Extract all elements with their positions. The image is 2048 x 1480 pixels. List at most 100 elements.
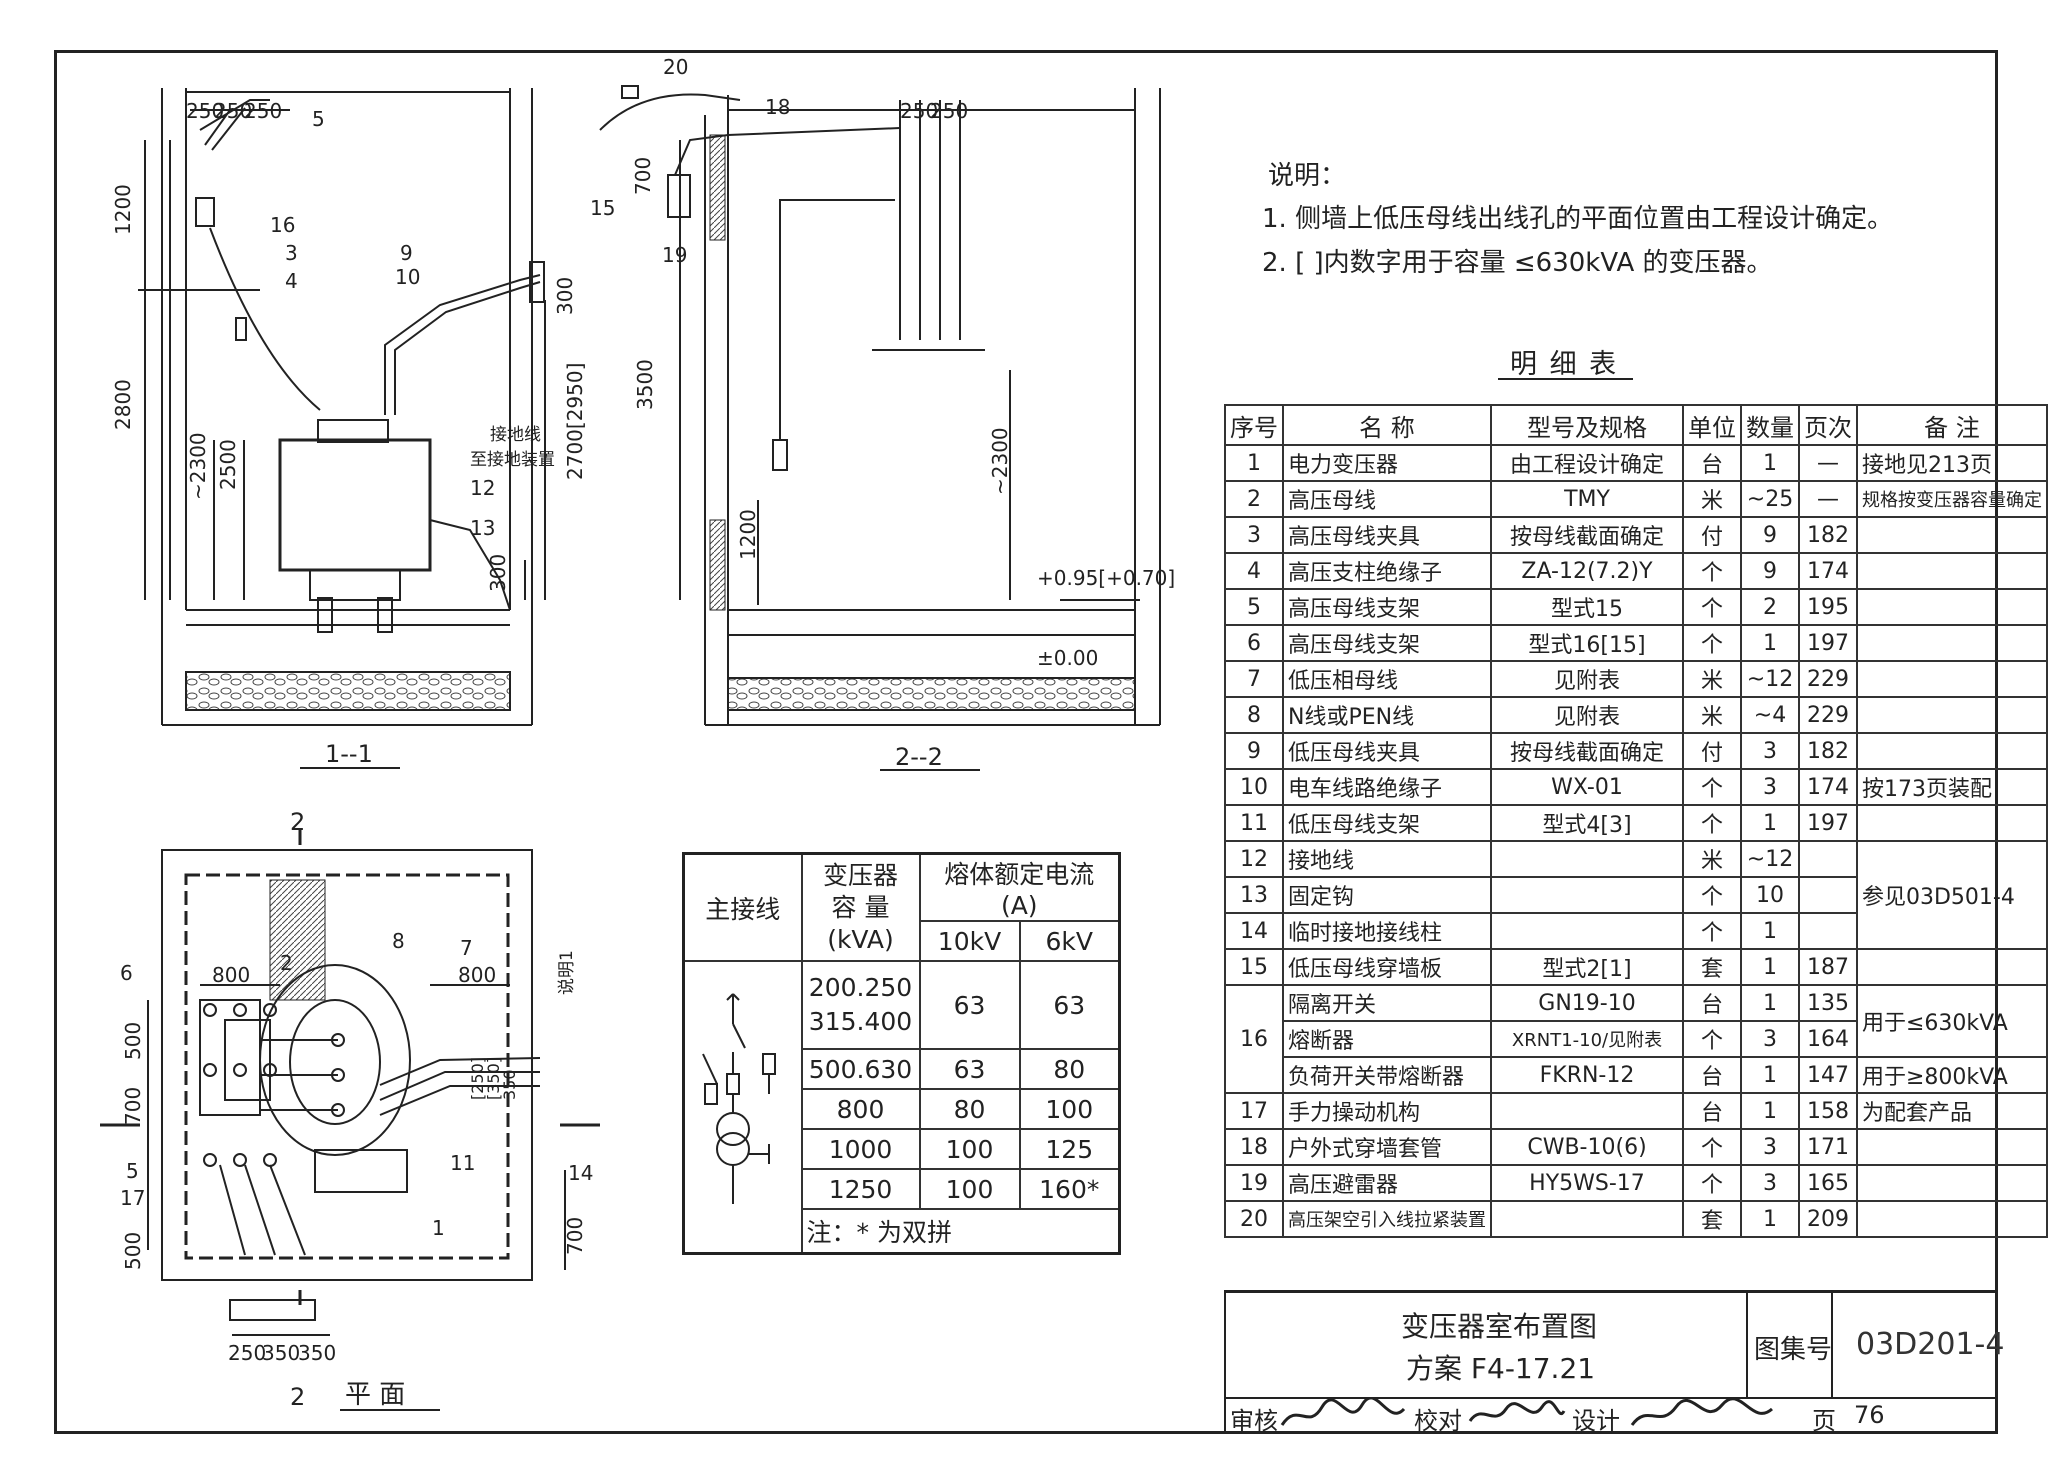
row-16a-unit: 台: [1682, 984, 1742, 1022]
s2-dim-250a: 250: [900, 99, 938, 123]
row-2-unit: 米: [1682, 480, 1742, 518]
s1-callout-15: 15: [590, 196, 615, 220]
row-19-model: HY5WS-17: [1490, 1164, 1684, 1202]
row-15-name: 低压母线穿墙板: [1282, 948, 1492, 986]
row-7-no: 7: [1224, 660, 1284, 698]
row-10-name: 电车线路绝缘子: [1282, 768, 1492, 806]
row-11-model: 型式4[3]: [1490, 804, 1684, 842]
fuse-cap-200-250: 200.250: [808, 973, 913, 1002]
row-4-name: 高压支柱绝缘子: [1282, 552, 1492, 590]
row-12-model: [1490, 840, 1684, 878]
plan-dim-700-left: 700: [121, 1087, 145, 1125]
fuse-row-4-cap: 800: [800, 1088, 921, 1130]
plan-callout-11: 11: [450, 1151, 475, 1175]
plan-callout-5: 5: [126, 1159, 139, 1183]
row-18-note: [1856, 1128, 2048, 1166]
plan-section-mark-top: 2: [290, 808, 305, 836]
table-row: 12 接地线 米 ~12 参见03D501-4: [1224, 840, 2048, 950]
s2-dim-2300: ~2300: [988, 427, 1012, 495]
row-13-no: 13: [1224, 876, 1284, 914]
fuse-h-capacity-2: 容 量: [831, 892, 890, 922]
s1-dim-300b: 300: [486, 554, 510, 592]
fuse-row-6-10kv: 100: [918, 1168, 1021, 1210]
fuse-h-6kv: 6kV: [1018, 920, 1121, 962]
row-8-name: N线或PEN线: [1282, 696, 1492, 734]
row-6-note: [1856, 624, 2048, 662]
table-row: 19 高压避雷器 HY5WS-17 个 3 165: [1224, 1164, 2048, 1202]
review-label: 审核: [1230, 1407, 1278, 1435]
fuse-cap-315-400: 315.400: [808, 1007, 913, 1036]
detail-h-note: 备 注: [1856, 404, 2048, 446]
row-2-no: 2: [1224, 480, 1284, 518]
s2-level-000: ±0.00: [1037, 646, 1098, 670]
page-number: 76: [1854, 1401, 1885, 1429]
table-row: 6 高压母线支架 型式16[15] 个 1 197: [1224, 624, 2048, 662]
row-18-qty: 3: [1740, 1128, 1800, 1166]
row-20-name: 高压架空引入线拉紧装置: [1282, 1200, 1492, 1238]
table-row: 10 电车线路绝缘子 WX-01 个 3 174 按173页装配: [1224, 768, 2048, 806]
s1-dim-2700: 2700[2950]: [563, 363, 587, 480]
row-9-model: 按母线截面确定: [1490, 732, 1684, 770]
check-label: 校对: [1414, 1407, 1462, 1435]
row-20-qty: 1: [1740, 1200, 1800, 1238]
fuse-row-1-6kv: 63: [1018, 960, 1121, 1050]
s1-dim-250b: 250: [214, 99, 252, 123]
row-6-no: 6: [1224, 624, 1284, 662]
table-row: 16 隔离开关 GN19-10 台 1 135 用于≤630kVA: [1224, 984, 2048, 1094]
s1-callout-13: 13: [470, 516, 495, 540]
section-2-label: 2--2: [895, 743, 943, 771]
row-12-page: [1798, 840, 1858, 878]
table-row: 7 低压相母线 见附表 米 ~12 229: [1224, 660, 2048, 698]
notes-item-2: 2. [ ]内数字用于容量 ≤630kVA 的变压器。: [1262, 248, 1773, 278]
row-9-no: 9: [1224, 732, 1284, 770]
row-15-note: [1856, 948, 2048, 986]
row-15-model: 型式2[1]: [1490, 948, 1684, 986]
designer-signature: [1630, 1397, 1774, 1426]
table-row: 14 临时接地接线柱 个 1: [1224, 912, 2047, 950]
row-5-qty: 2: [1740, 588, 1800, 626]
row-8-model: 见附表: [1490, 696, 1684, 734]
row-12-no: 12: [1224, 840, 1284, 878]
row-7-unit: 米: [1682, 660, 1742, 698]
row-16b-unit: 个: [1682, 1020, 1742, 1058]
plan-dim-250-bracket: [250]: [468, 1057, 487, 1100]
row-2-qty: ~25: [1740, 480, 1800, 518]
plan-callout-1: 1: [432, 1216, 445, 1240]
row-5-no: 5: [1224, 588, 1284, 626]
row-20-note: [1856, 1200, 2048, 1238]
row-17-note: 为配套产品: [1856, 1092, 2048, 1130]
row-10-page: 174: [1798, 768, 1858, 806]
row-8-page: 229: [1798, 696, 1858, 734]
table-row: 4 高压支柱绝缘子 ZA-12(7.2)Y 个 9 174: [1224, 552, 2048, 590]
row-15-qty: 1: [1740, 948, 1800, 986]
plan-dim-500-top: 500: [121, 1022, 145, 1060]
row-19-page: 165: [1798, 1164, 1858, 1202]
plan-dim-250: 250: [228, 1341, 266, 1365]
row-3-model: 按母线截面确定: [1490, 516, 1684, 554]
s2-dim-1200: 1200: [736, 509, 760, 560]
fuse-main-wiring-symbol: [682, 960, 803, 1254]
row-16c-qty: 1: [1740, 1056, 1800, 1094]
row-6-name: 高压母线支架: [1282, 624, 1492, 662]
row-10-model: WX-01: [1490, 768, 1684, 806]
row-12-unit: 米: [1682, 840, 1742, 878]
s2-callout-19: 19: [662, 243, 687, 267]
row-5-name: 高压母线支架: [1282, 588, 1492, 626]
detail-table-caption: 明 细 表: [1510, 349, 1619, 380]
fuse-current-table: 主接线 变压器 容 量 (kVA) 熔体额定电流 (A) 10kV 6kV: [682, 852, 1121, 1255]
row-20-model: [1490, 1200, 1684, 1238]
row-17-page: 158: [1798, 1092, 1858, 1130]
row-7-model: 见附表: [1490, 660, 1684, 698]
row-8-unit: 米: [1682, 696, 1742, 734]
fuse-h-main: 主接线: [682, 852, 803, 962]
row-16a-qty: 1: [1740, 984, 1800, 1022]
atlas-number: 03D201-4: [1856, 1327, 2005, 1362]
table-row: 17 手力操动机构 台 1 158 为配套产品: [1224, 1092, 2048, 1130]
reviewer-signature: [1280, 1397, 1406, 1426]
fuse-row-1-cap: 200.250 315.400: [800, 960, 921, 1050]
row-13-model: [1490, 876, 1684, 914]
row-17-qty: 1: [1740, 1092, 1800, 1130]
row-20-no: 20: [1224, 1200, 1284, 1238]
row-2-page: —: [1798, 480, 1858, 518]
